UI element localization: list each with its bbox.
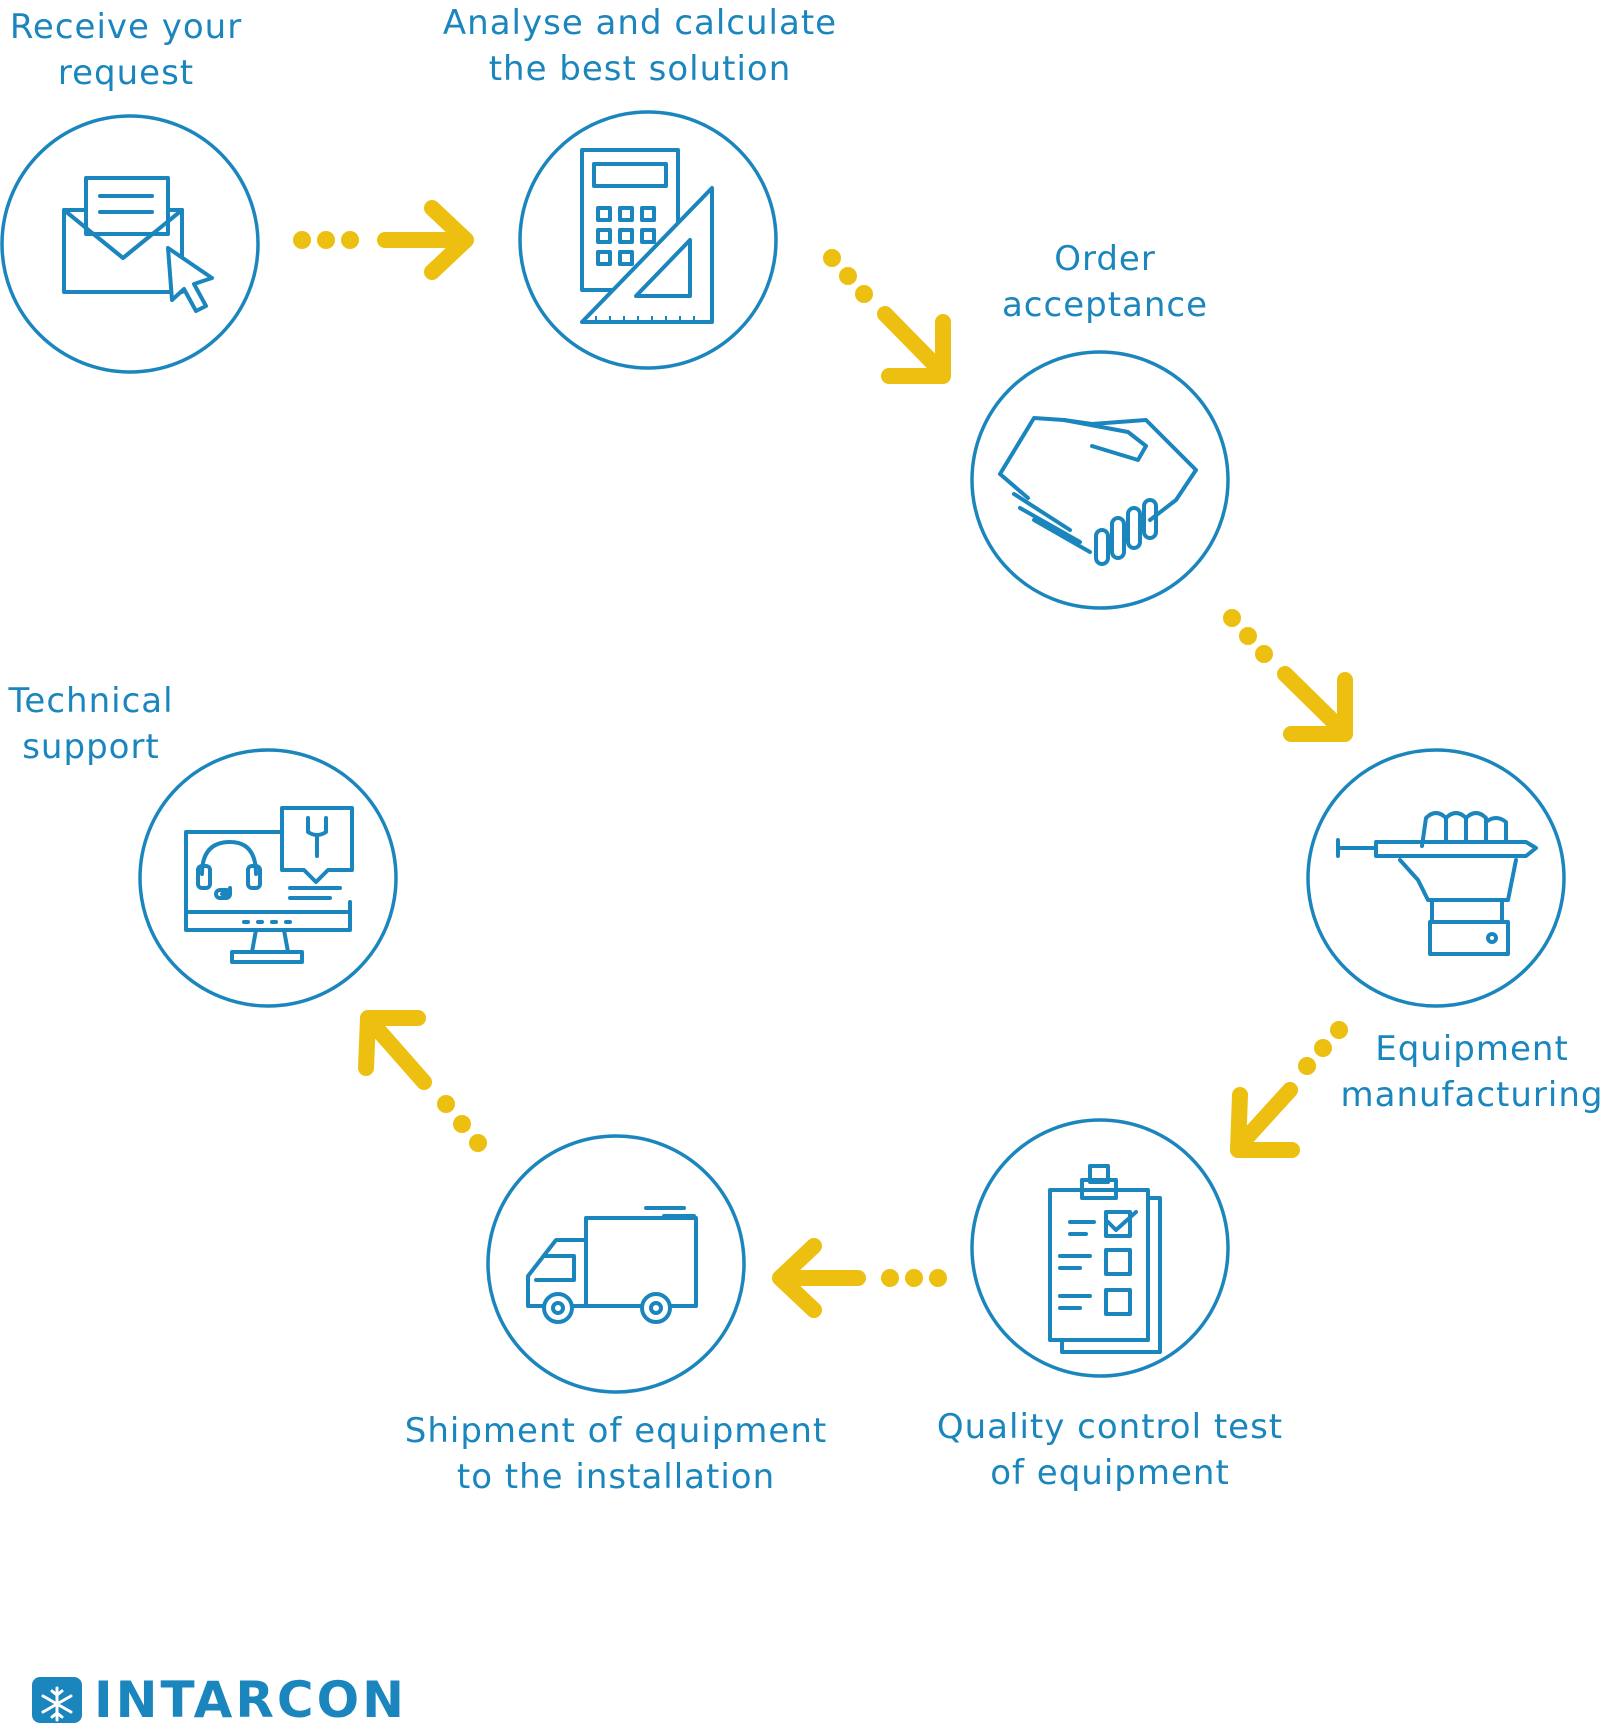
- snowflake-icon: [32, 1677, 82, 1723]
- step-label-line: the best solution: [488, 49, 792, 89]
- envelope-cursor-icon: [62, 176, 214, 313]
- connector-6-7: [358, 1010, 487, 1152]
- step-label-line: acceptance: [1001, 285, 1209, 325]
- step-label-line: Equipment: [1375, 1029, 1569, 1069]
- step-label-line: Receive your: [9, 7, 243, 47]
- clipboard-checklist-icon: [1048, 1164, 1162, 1354]
- logo-text: INTARCON: [94, 1671, 407, 1729]
- step-label-analyse-calculate: Analyse and calculate the best solution: [432, 0, 848, 92]
- step-label-line: Quality control test: [936, 1407, 1284, 1447]
- step-label-line: Technical: [8, 681, 174, 721]
- step-label-order-acceptance: Order acceptance: [980, 236, 1230, 328]
- step-label-line: Analyse and calculate: [442, 3, 838, 43]
- connector-3-4: [1223, 609, 1353, 742]
- step-label-line: Shipment of equipment: [404, 1411, 828, 1451]
- calculator-ruler-icon: [580, 148, 714, 324]
- step-circles: [0, 110, 1566, 1394]
- delivery-truck-icon: [526, 1206, 698, 1324]
- step-label-line: manufacturing: [1340, 1075, 1604, 1115]
- step-label-line: request: [57, 53, 195, 93]
- logo-icon-slot: [32, 1677, 82, 1723]
- connector-1-2: [293, 200, 474, 280]
- step-label-line: to the installation: [456, 1457, 776, 1497]
- step-label-receive-request: Receive your request: [0, 4, 252, 96]
- connector-4-5: [1230, 1021, 1348, 1158]
- hand-screwdriver-icon: [1336, 811, 1538, 956]
- step-label-line: Order: [1054, 239, 1156, 279]
- monitor-support-icon: [184, 806, 354, 964]
- step-label-equipment-manufacturing: Equipment manufacturing: [1340, 1026, 1604, 1118]
- connector-5-6: [772, 1238, 947, 1318]
- company-logo: INTARCON: [32, 1660, 407, 1729]
- step-label-quality-control: Quality control test of equipment: [920, 1404, 1300, 1496]
- step-label-line: of equipment: [990, 1453, 1230, 1493]
- connector-2-3: [823, 249, 951, 384]
- step-label-line: support: [22, 727, 160, 767]
- step-label-technical-support: Technical support: [0, 678, 182, 770]
- step-label-shipment: Shipment of equipment to the installatio…: [396, 1408, 836, 1500]
- handshake-icon: [998, 416, 1198, 566]
